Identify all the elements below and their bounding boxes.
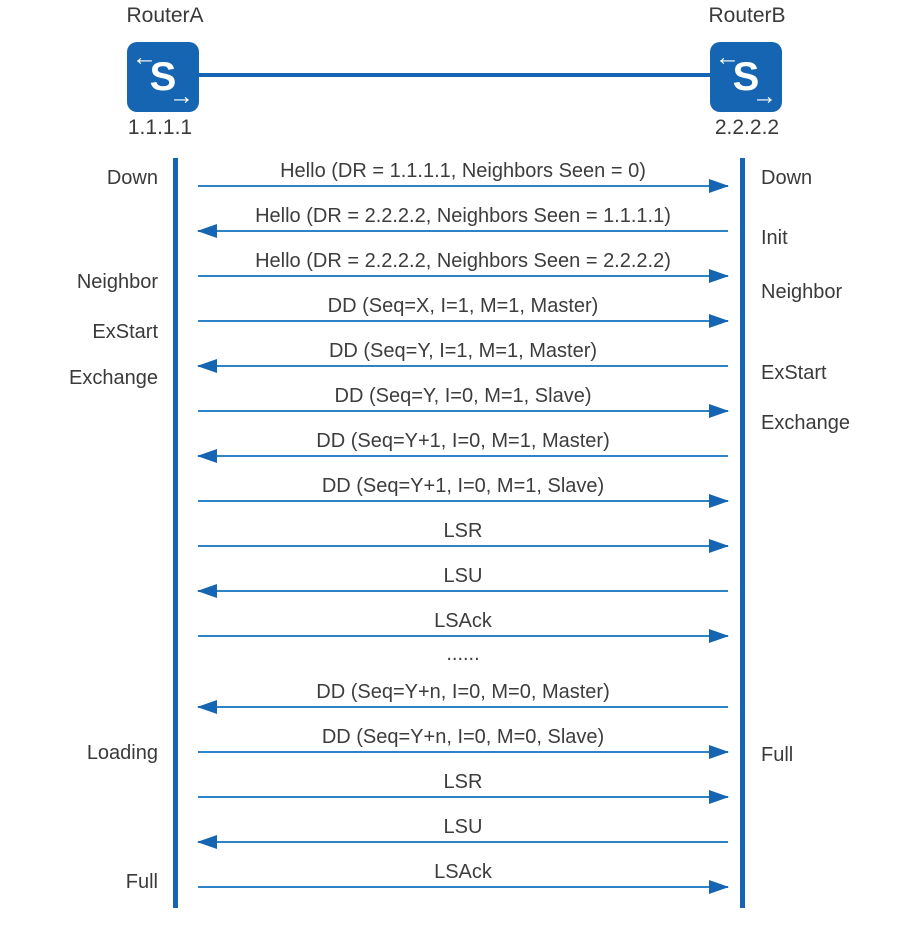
message-label: DD (Seq=Y, I=1, M=1, Master): [328, 340, 598, 362]
state-right-init: Init: [761, 227, 788, 249]
state-left-loading: Loading: [86, 742, 158, 764]
message-arrow-right-icon: [198, 629, 729, 643]
message-row: Hello (DR = 1.1.1.1, Neighbors Seen = 0): [198, 147, 729, 193]
message-arrow-right-icon: [198, 269, 729, 283]
message-row: LSR: [198, 758, 729, 804]
message-label: ......: [446, 643, 480, 665]
state-left-down: Down: [106, 167, 158, 189]
state-right-down: Down: [761, 167, 813, 189]
message-row: ......: [198, 642, 728, 668]
state-right-full: Full: [761, 744, 794, 766]
message-arrow-right-icon: [198, 404, 729, 418]
message-label: LSR: [443, 771, 483, 793]
message-row: LSR: [198, 507, 729, 553]
state-left-exstart: ExStart: [92, 321, 158, 343]
router-b-name: RouterB: [708, 4, 786, 27]
router-b-ip: 2.2.2.2: [714, 116, 780, 139]
message-row: DD (Seq=Y+n, I=0, M=0, Slave): [198, 713, 729, 759]
switch-arrow-right-icon: →: [169, 82, 194, 110]
state-left-full: Full: [125, 871, 158, 893]
state-left-neighbor: Neighbor: [76, 271, 158, 293]
router-b-icon: ← S →: [710, 42, 782, 112]
message-row: DD (Seq=Y+1, I=0, M=1, Slave): [198, 462, 729, 508]
message-row: DD (Seq=X, I=1, M=1, Master): [198, 282, 729, 328]
message-arrow-right-icon: [198, 790, 729, 804]
message-label: LSAck: [434, 861, 492, 883]
message-list: Hello (DR = 1.1.1.1, Neighbors Seen = 0)…: [197, 147, 729, 894]
message-row: DD (Seq=Y+n, I=0, M=0, Master): [197, 668, 728, 714]
router-a-icon: ← S →: [127, 42, 199, 112]
message-row: DD (Seq=Y, I=1, M=1, Master): [197, 327, 728, 373]
switch-arrow-left-icon: ←: [132, 43, 157, 71]
message-label: DD (Seq=X, I=1, M=1, Master): [327, 295, 599, 317]
message-arrow-left-icon: [197, 584, 728, 598]
message-label: Hello (DR = 2.2.2.2, Neighbors Seen = 1.…: [255, 205, 671, 227]
message-arrow-left-icon: [197, 449, 728, 463]
message-arrow-right-icon: [198, 539, 729, 553]
message-label: Hello (DR = 2.2.2.2, Neighbors Seen = 2.…: [255, 250, 671, 272]
message-row: LSAck: [198, 848, 729, 894]
message-arrow-right-icon: [198, 314, 729, 328]
message-arrow-left-icon: [197, 359, 728, 373]
message-label: DD (Seq=Y+n, I=0, M=0, Master): [316, 681, 610, 703]
message-row: LSU: [197, 803, 728, 849]
router-a-ip: 1.1.1.1: [127, 116, 193, 139]
message-label: DD (Seq=Y+1, I=0, M=1, Master): [316, 430, 610, 452]
switch-arrow-right-icon: →: [752, 82, 777, 110]
switch-s-glyph: S: [732, 55, 760, 99]
switch-arrow-left-icon: ←: [715, 43, 740, 71]
message-arrow-right-icon: [198, 880, 729, 894]
message-row: LSAck: [198, 597, 729, 643]
message-label: LSU: [443, 565, 483, 587]
message-arrow-left-icon: [197, 835, 728, 849]
state-left-exchange: Exchange: [69, 367, 158, 389]
router-link-line: [197, 73, 712, 77]
message-row: DD (Seq=Y, I=0, M=1, Slave): [198, 372, 729, 418]
router-a-name: RouterA: [126, 4, 204, 27]
message-row: DD (Seq=Y+1, I=0, M=1, Master): [197, 417, 728, 463]
message-label: DD (Seq=Y, I=0, M=1, Slave): [334, 385, 592, 407]
switch-s-glyph: S: [149, 55, 177, 99]
message-label: DD (Seq=Y+n, I=0, M=0, Slave): [321, 726, 605, 748]
message-row: Hello (DR = 2.2.2.2, Neighbors Seen = 2.…: [198, 237, 729, 283]
state-right-neighbor: Neighbor: [761, 281, 843, 303]
state-right-exchange: Exchange: [761, 412, 850, 434]
message-arrow-right-icon: [198, 494, 729, 508]
message-label: DD (Seq=Y+1, I=0, M=1, Slave): [321, 475, 605, 497]
router-a-lifeline: [173, 158, 178, 908]
router-b-lifeline: [740, 158, 745, 908]
message-row: Hello (DR = 2.2.2.2, Neighbors Seen = 1.…: [197, 192, 728, 238]
message-label: LSR: [443, 520, 483, 542]
message-label: LSAck: [434, 610, 492, 632]
message-label: LSU: [443, 816, 483, 838]
message-arrow-left-icon: [197, 700, 728, 714]
message-label: Hello (DR = 1.1.1.1, Neighbors Seen = 0): [280, 160, 646, 182]
message-row: LSU: [197, 552, 728, 598]
state-right-exstart: ExStart: [761, 362, 827, 384]
message-arrow-right-icon: [198, 745, 729, 759]
message-arrow-left-icon: [197, 224, 728, 238]
message-arrow-right-icon: [198, 179, 729, 193]
